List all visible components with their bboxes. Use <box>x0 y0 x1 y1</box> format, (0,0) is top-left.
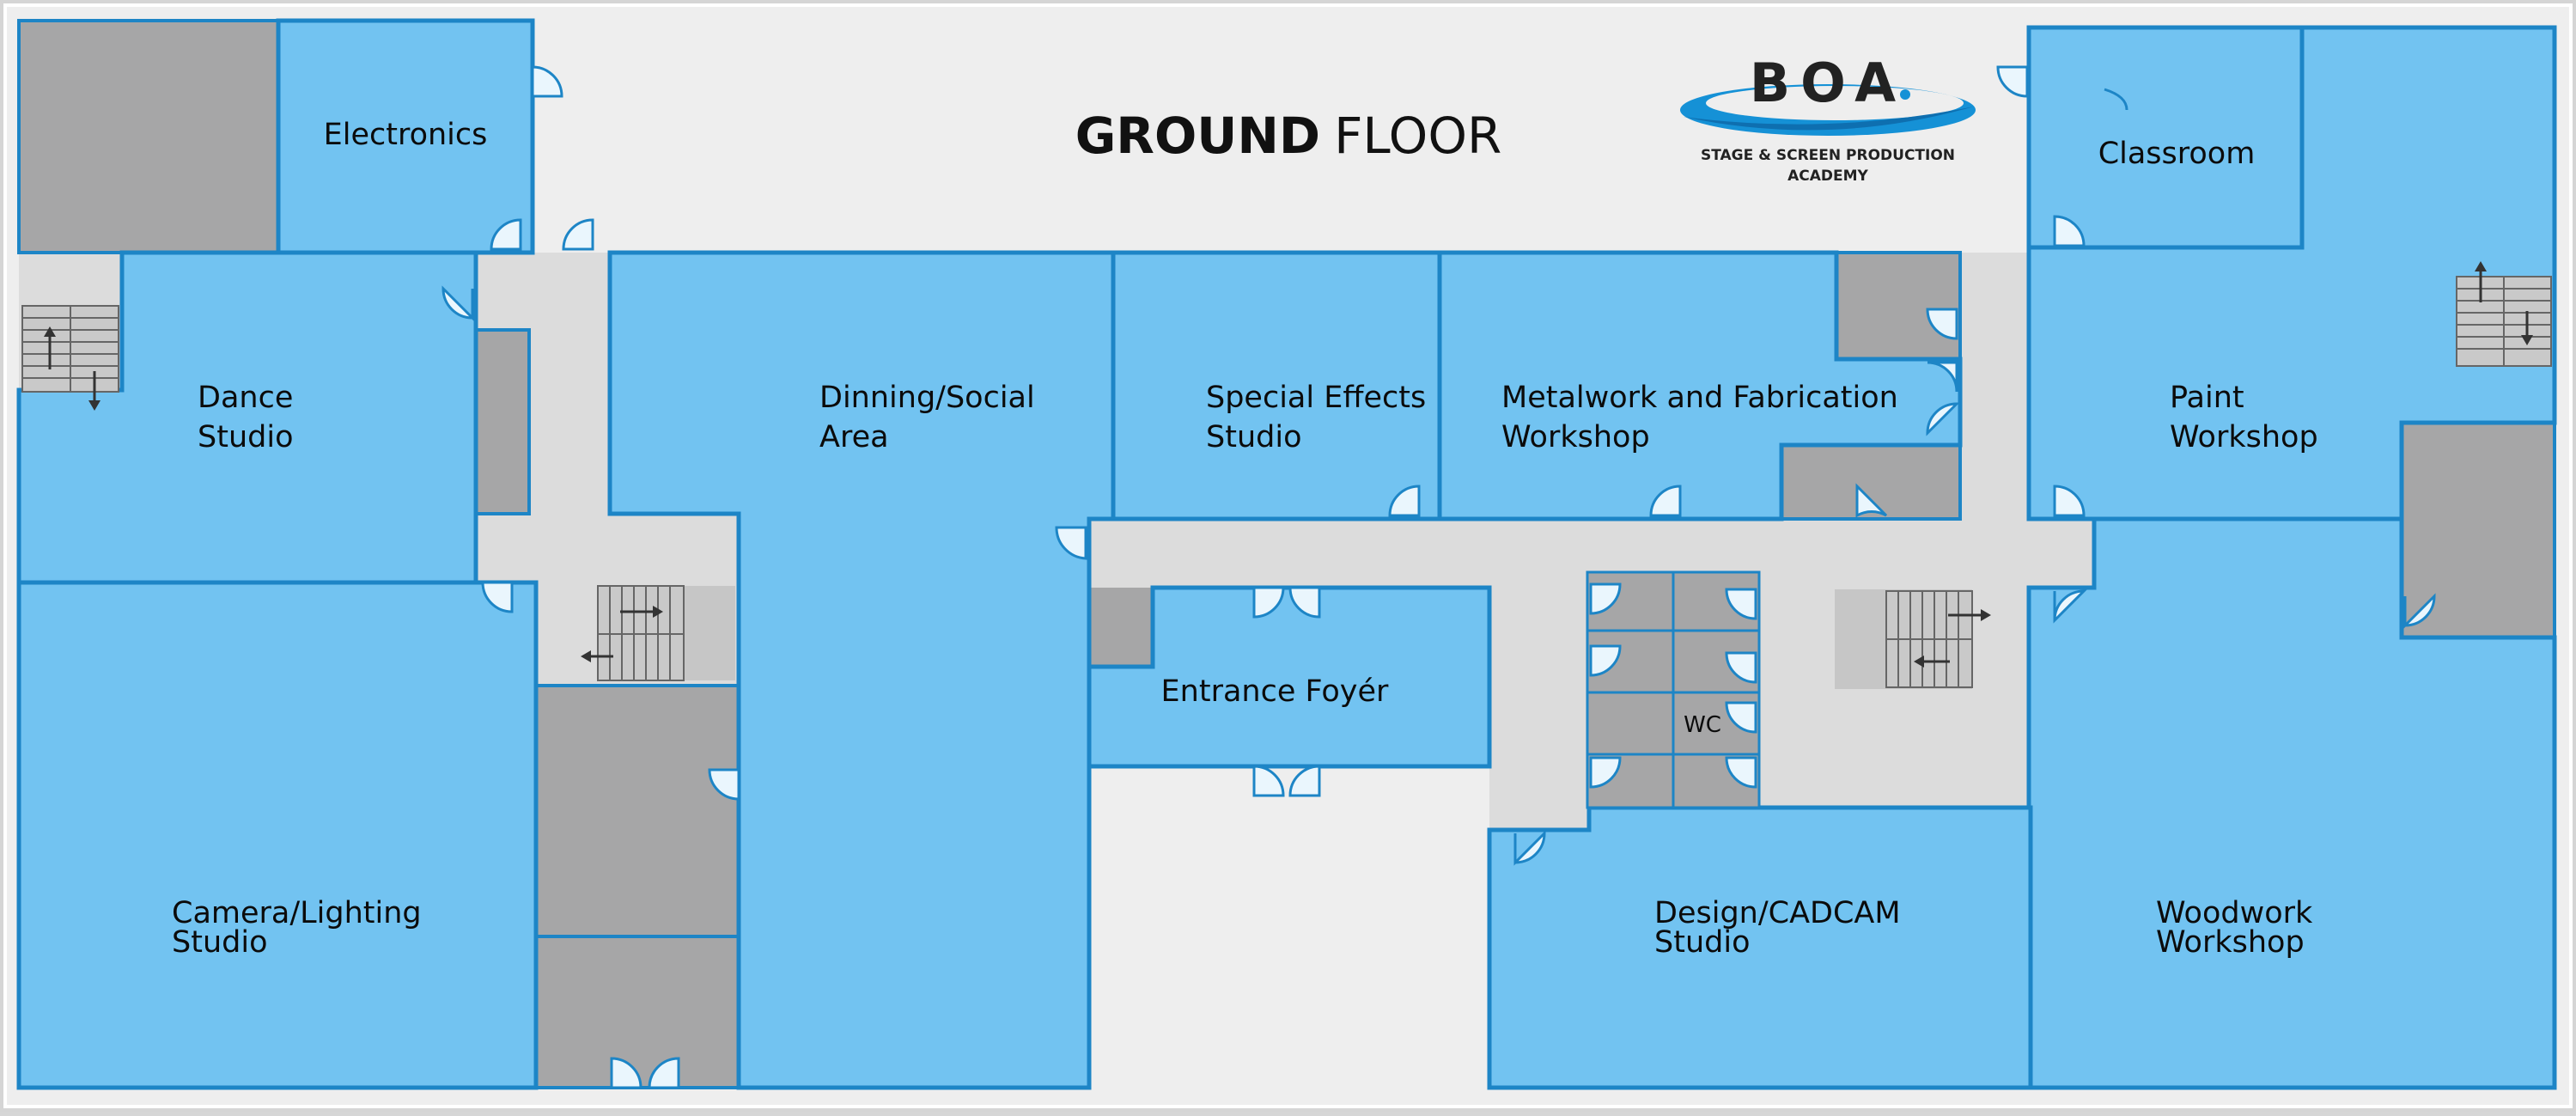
boa-logo: BOA STAGE & SCREEN PRODUCTION ACADEMY <box>1680 52 1976 185</box>
label-wc: WC <box>1684 712 1721 738</box>
door-icon <box>1725 651 1757 684</box>
door-icon <box>1589 756 1622 789</box>
service-top-left <box>17 19 280 254</box>
logo-dot-icon <box>1900 89 1910 100</box>
door-icon <box>1649 485 1682 517</box>
stairs-icon <box>2456 276 2552 367</box>
room-sfx <box>1111 250 1442 521</box>
door-icon <box>2053 215 2086 247</box>
door-icon <box>1589 582 1622 615</box>
door-icon <box>562 218 594 251</box>
title-bold: GROUND <box>1075 107 1320 165</box>
wc-cubicle <box>1586 691 1675 756</box>
door-icon <box>1725 756 1757 789</box>
arrow-icon <box>581 606 663 662</box>
door-icon <box>1589 644 1622 677</box>
door-icon <box>1926 308 1958 340</box>
arrow-icon <box>44 326 100 411</box>
door-icon <box>610 1057 642 1089</box>
door-icon <box>2053 485 2086 517</box>
stairs-icon <box>597 585 735 681</box>
room-design <box>1487 805 2033 1090</box>
door-icon <box>1927 361 1958 393</box>
door-icon <box>1388 485 1421 517</box>
door-icon <box>1725 588 1757 620</box>
label-classroom: Classroom <box>2098 137 2256 171</box>
logo-line-1: STAGE & SCREEN PRODUCTION <box>1701 147 1955 164</box>
doors <box>442 65 2436 1089</box>
door-icon <box>1288 586 1321 619</box>
door-icon <box>531 65 563 98</box>
service-metal-store-top <box>1835 251 1962 361</box>
door-icon <box>2403 593 2436 629</box>
door-icon <box>1855 483 1888 518</box>
service-corridor-store <box>474 328 531 515</box>
service-foyer-corner <box>1089 588 1153 667</box>
room-foyer <box>1087 585 1492 769</box>
door-icon <box>1055 526 1087 560</box>
logo-mark: BOA <box>1750 52 1906 114</box>
service-store-lower <box>534 935 740 1089</box>
door-icon <box>490 218 522 251</box>
label-foyer: Entrance Foyér <box>1161 674 1389 709</box>
door-icon <box>1725 701 1757 734</box>
stairs-icon <box>21 305 119 393</box>
door-icon <box>481 581 514 613</box>
door-icon <box>648 1057 680 1089</box>
title-light: FLOOR <box>1334 107 1501 165</box>
arrow-icon <box>2475 261 2533 345</box>
room-metalwork <box>1437 250 1963 521</box>
room-electronics <box>276 18 535 255</box>
door-icon <box>708 768 740 801</box>
door-icon <box>442 285 474 321</box>
stairs-icon <box>1835 589 1973 689</box>
door-icon <box>2053 589 2087 624</box>
service-store-upper <box>534 684 740 938</box>
logo-line-2: ACADEMY <box>1787 168 1868 185</box>
door-icon <box>1252 586 1285 619</box>
corridor-right-vertical <box>1960 253 2029 528</box>
room-woodwork <box>2026 516 2557 1090</box>
door-icon <box>1926 402 1960 436</box>
arrow-icon <box>1914 609 1991 668</box>
door-icon <box>1996 65 2029 98</box>
service-areas <box>17 19 2556 1089</box>
label-electronics: Electronics <box>324 118 488 152</box>
door-icon <box>1288 765 1321 797</box>
door-icon <box>1252 765 1285 797</box>
room-camera-studio <box>16 580 539 1090</box>
door-icon <box>1513 830 1546 866</box>
door-icon <box>2104 88 2128 111</box>
rooms <box>16 18 2557 1090</box>
